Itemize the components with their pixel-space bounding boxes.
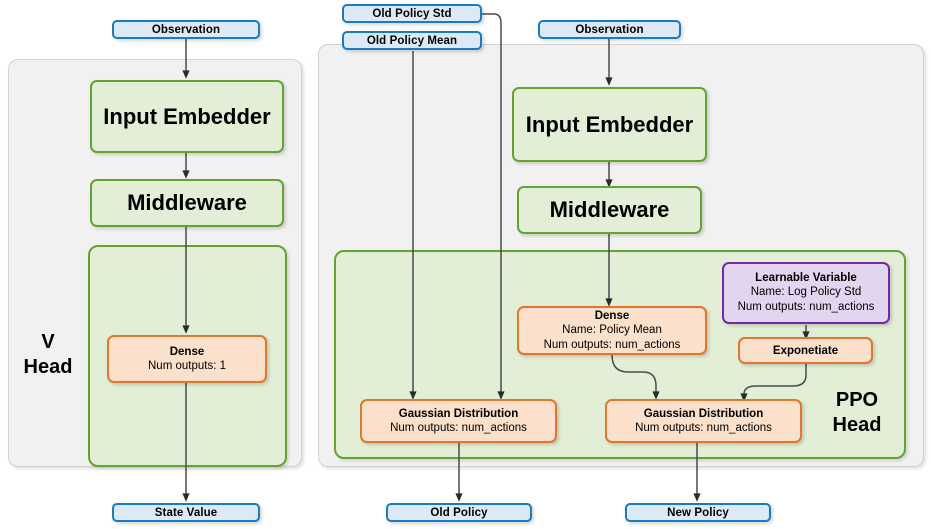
old-policy-mean-input-label: Old Policy Mean: [366, 34, 458, 47]
old-policy-std-input-label: Old Policy Std: [372, 7, 452, 20]
dense-v-title: Dense: [169, 345, 205, 358]
dense-policy-mean-name: Name: Policy Mean: [562, 323, 662, 336]
dense-policy-mean-num-outputs: Num outputs: num_actions: [543, 338, 681, 351]
learnable-variable-name: Name: Log Policy Std: [750, 286, 862, 298]
old-policy-mean-input[interactable]: Old Policy Mean: [342, 31, 482, 50]
middleware-ppo[interactable]: Middleware: [517, 186, 702, 234]
middleware-v[interactable]: Middleware: [90, 179, 284, 227]
input-embedder-ppo[interactable]: Input Embedder: [512, 87, 707, 162]
input-embedder-ppo-label: Input Embedder: [525, 111, 694, 137]
learnable-variable[interactable]: Learnable Variable Name: Log Policy Std …: [722, 262, 890, 324]
observation-input-ppo-label: Observation: [575, 23, 644, 36]
gaussian-distribution-new-num-outputs: Num outputs: num_actions: [635, 421, 772, 434]
exponetiate-label: Exponetiate: [772, 344, 839, 357]
dense-policy-mean-title: Dense: [594, 309, 630, 322]
new-policy-output-label: New Policy: [667, 506, 729, 519]
dense-v[interactable]: Dense Num outputs: 1: [107, 335, 267, 383]
old-policy-output-label: Old Policy: [430, 506, 488, 519]
exponetiate[interactable]: Exponetiate: [738, 337, 873, 364]
old-policy-output[interactable]: Old Policy: [386, 503, 532, 522]
gaussian-distribution-old-num-outputs: Num outputs: num_actions: [390, 421, 527, 434]
middleware-ppo-label: Middleware: [549, 197, 670, 222]
v-head-label-line2: Head: [23, 356, 73, 378]
observation-input-ppo[interactable]: Observation: [538, 20, 681, 39]
dense-policy-mean[interactable]: Dense Name: Policy Mean Num outputs: num…: [517, 306, 707, 355]
v-head-label-line1: V: [41, 331, 55, 353]
observation-input-v[interactable]: Observation: [112, 20, 260, 39]
dense-v-num-outputs: Num outputs: 1: [148, 359, 226, 372]
gaussian-distribution-new-title: Gaussian Distribution: [643, 407, 764, 420]
old-policy-std-input[interactable]: Old Policy Std: [342, 4, 482, 23]
v-head-label: V Head: [12, 330, 84, 380]
input-embedder-v[interactable]: Input Embedder: [90, 80, 284, 153]
input-embedder-v-label: Input Embedder: [103, 103, 271, 129]
ppo-head-label-line1: PPO: [835, 389, 879, 411]
state-value-output-label: State Value: [154, 506, 218, 519]
new-policy-output[interactable]: New Policy: [625, 503, 771, 522]
learnable-variable-title: Learnable Variable: [755, 272, 857, 284]
middleware-v-label: Middleware: [127, 190, 247, 215]
gaussian-distribution-new[interactable]: Gaussian Distribution Num outputs: num_a…: [605, 399, 802, 443]
state-value-output[interactable]: State Value: [112, 503, 260, 522]
gaussian-distribution-old[interactable]: Gaussian Distribution Num outputs: num_a…: [360, 399, 557, 443]
gaussian-distribution-old-title: Gaussian Distribution: [398, 407, 519, 420]
ppo-head-label: PPO Head: [817, 388, 897, 438]
learnable-variable-num-outputs: Num outputs: num_actions: [737, 301, 875, 313]
ppo-head-label-line2: Head: [832, 414, 882, 436]
observation-input-v-label: Observation: [151, 23, 221, 36]
